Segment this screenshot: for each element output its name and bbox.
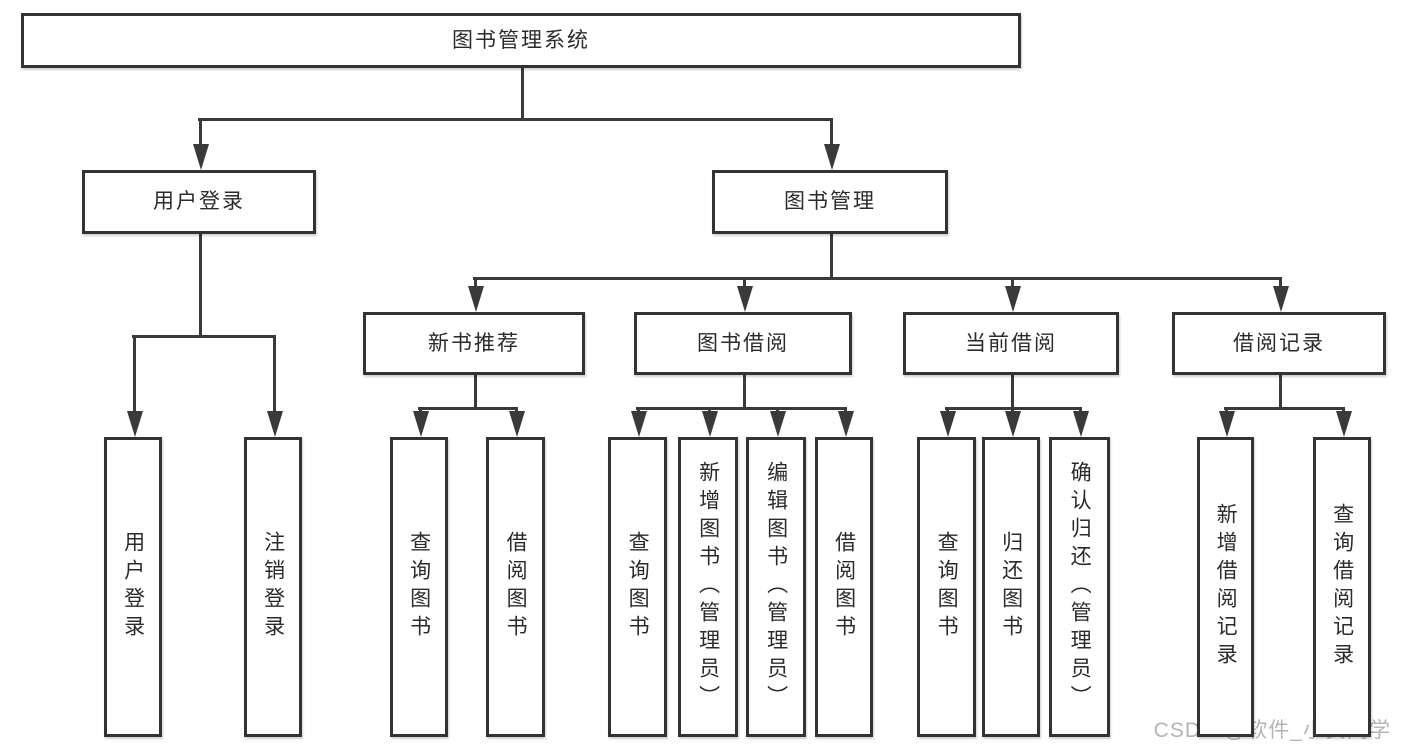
node-leaf-borrow-book-1: 借阅图书 [486,437,545,737]
node-leaf-confirm-return: 确认归还（管理员） [1049,437,1110,737]
arrow-shaft [1279,277,1282,292]
node-leaf-add-book: 新增图书（管理员） [678,437,738,737]
connector-line [830,234,833,279]
arrowhead-down-icon [1218,411,1235,437]
node-current-borrowing: 当前借阅 [903,312,1119,375]
node-leaf-query-borrow-rec: 查询借阅记录 [1313,437,1371,737]
node-leaf-logout: 注销登录 [244,437,302,737]
arrowhead-down-icon [939,411,956,437]
node-leaf-query-book-1: 查询图书 [390,437,448,737]
node-label-leaf-add-book: 新增图书（管理员） [696,461,720,713]
node-label-book-borrowing: 图书借阅 [697,331,789,355]
node-root: 图书管理系统 [21,13,1021,68]
arrow-shaft [273,335,276,417]
arrowhead-down-icon [769,411,786,437]
arrowhead-down-icon [1004,286,1021,312]
node-leaf-add-borrow-rec: 新增借阅记录 [1197,437,1254,737]
arrow-shaft [199,118,202,150]
connector-line [521,68,524,120]
node-leaf-return-book: 归还图书 [982,437,1040,737]
node-label-leaf-add-borrow-rec: 新增借阅记录 [1214,503,1238,671]
arrowhead-down-icon [837,411,854,437]
node-label-leaf-edit-book: 编辑图书（管理员） [764,461,788,713]
connector-line [1224,407,1344,410]
connector-line [418,407,517,410]
arrowhead-down-icon [1072,411,1089,437]
connector-line [198,118,832,121]
node-label-leaf-query-book-2: 查询图书 [626,531,650,643]
arrowhead-down-icon [508,411,525,437]
node-book-borrowing: 图书借阅 [634,312,852,375]
node-label-leaf-borrow-book-2: 借阅图书 [832,531,856,643]
arrowhead-down-icon [701,411,718,437]
arrowhead-down-icon [412,411,429,437]
connector-line [1011,375,1014,409]
arrowhead-down-icon [736,286,753,312]
node-label-user-login: 用户登录 [153,190,245,214]
connector-line [743,375,746,409]
arrowhead-down-icon [467,286,484,312]
arrowhead-down-icon [1004,411,1021,437]
arrow-shaft [474,277,477,292]
node-label-current-borrowing: 当前借阅 [965,331,1057,355]
arrow-shaft [743,277,746,292]
arrow-shaft [133,335,136,417]
arrowhead-down-icon [1335,411,1352,437]
arrowhead-down-icon [126,411,143,437]
node-label-leaf-query-borrow-rec: 查询借阅记录 [1330,503,1354,671]
node-label-leaf-borrow-book-1: 借阅图书 [504,531,528,643]
node-leaf-query-book-2: 查询图书 [608,437,667,737]
node-leaf-query-book-3: 查询图书 [917,437,976,737]
node-leaf-borrow-book-2: 借阅图书 [815,437,873,737]
node-label-leaf-logout: 注销登录 [261,531,285,643]
connector-line [1279,375,1282,409]
connector-line [473,277,1281,280]
node-new-book-recommend: 新书推荐 [363,312,585,375]
node-label-leaf-query-book-3: 查询图书 [935,531,959,643]
arrowhead-down-icon [266,411,283,437]
node-label-leaf-user-login: 用户登录 [121,531,145,643]
node-leaf-edit-book: 编辑图书（管理员） [746,437,806,737]
node-label-leaf-query-book-1: 查询图书 [407,531,431,643]
node-label-borrowing-records: 借阅记录 [1233,331,1325,355]
arrow-shaft [830,118,833,150]
node-label-new-book-recommend: 新书推荐 [428,331,520,355]
arrowhead-down-icon [192,144,209,170]
node-label-book-management: 图书管理 [784,190,876,214]
arrowhead-down-icon [630,411,647,437]
node-label-leaf-confirm-return: 确认归还（管理员） [1068,461,1092,713]
node-borrowing-records: 借阅记录 [1172,312,1386,375]
connector-line [636,407,846,410]
arrow-shaft [1011,277,1014,292]
node-label-leaf-return-book: 归还图书 [999,531,1023,643]
connector-line [474,375,477,409]
node-leaf-user-login: 用户登录 [104,437,162,737]
node-book-management: 图书管理 [712,170,948,234]
connector-line [199,234,202,337]
connector-line [132,335,275,338]
node-label-root: 图书管理系统 [452,28,590,52]
arrowhead-down-icon [1272,286,1289,312]
arrowhead-down-icon [823,144,840,170]
node-user-login: 用户登录 [82,170,316,234]
